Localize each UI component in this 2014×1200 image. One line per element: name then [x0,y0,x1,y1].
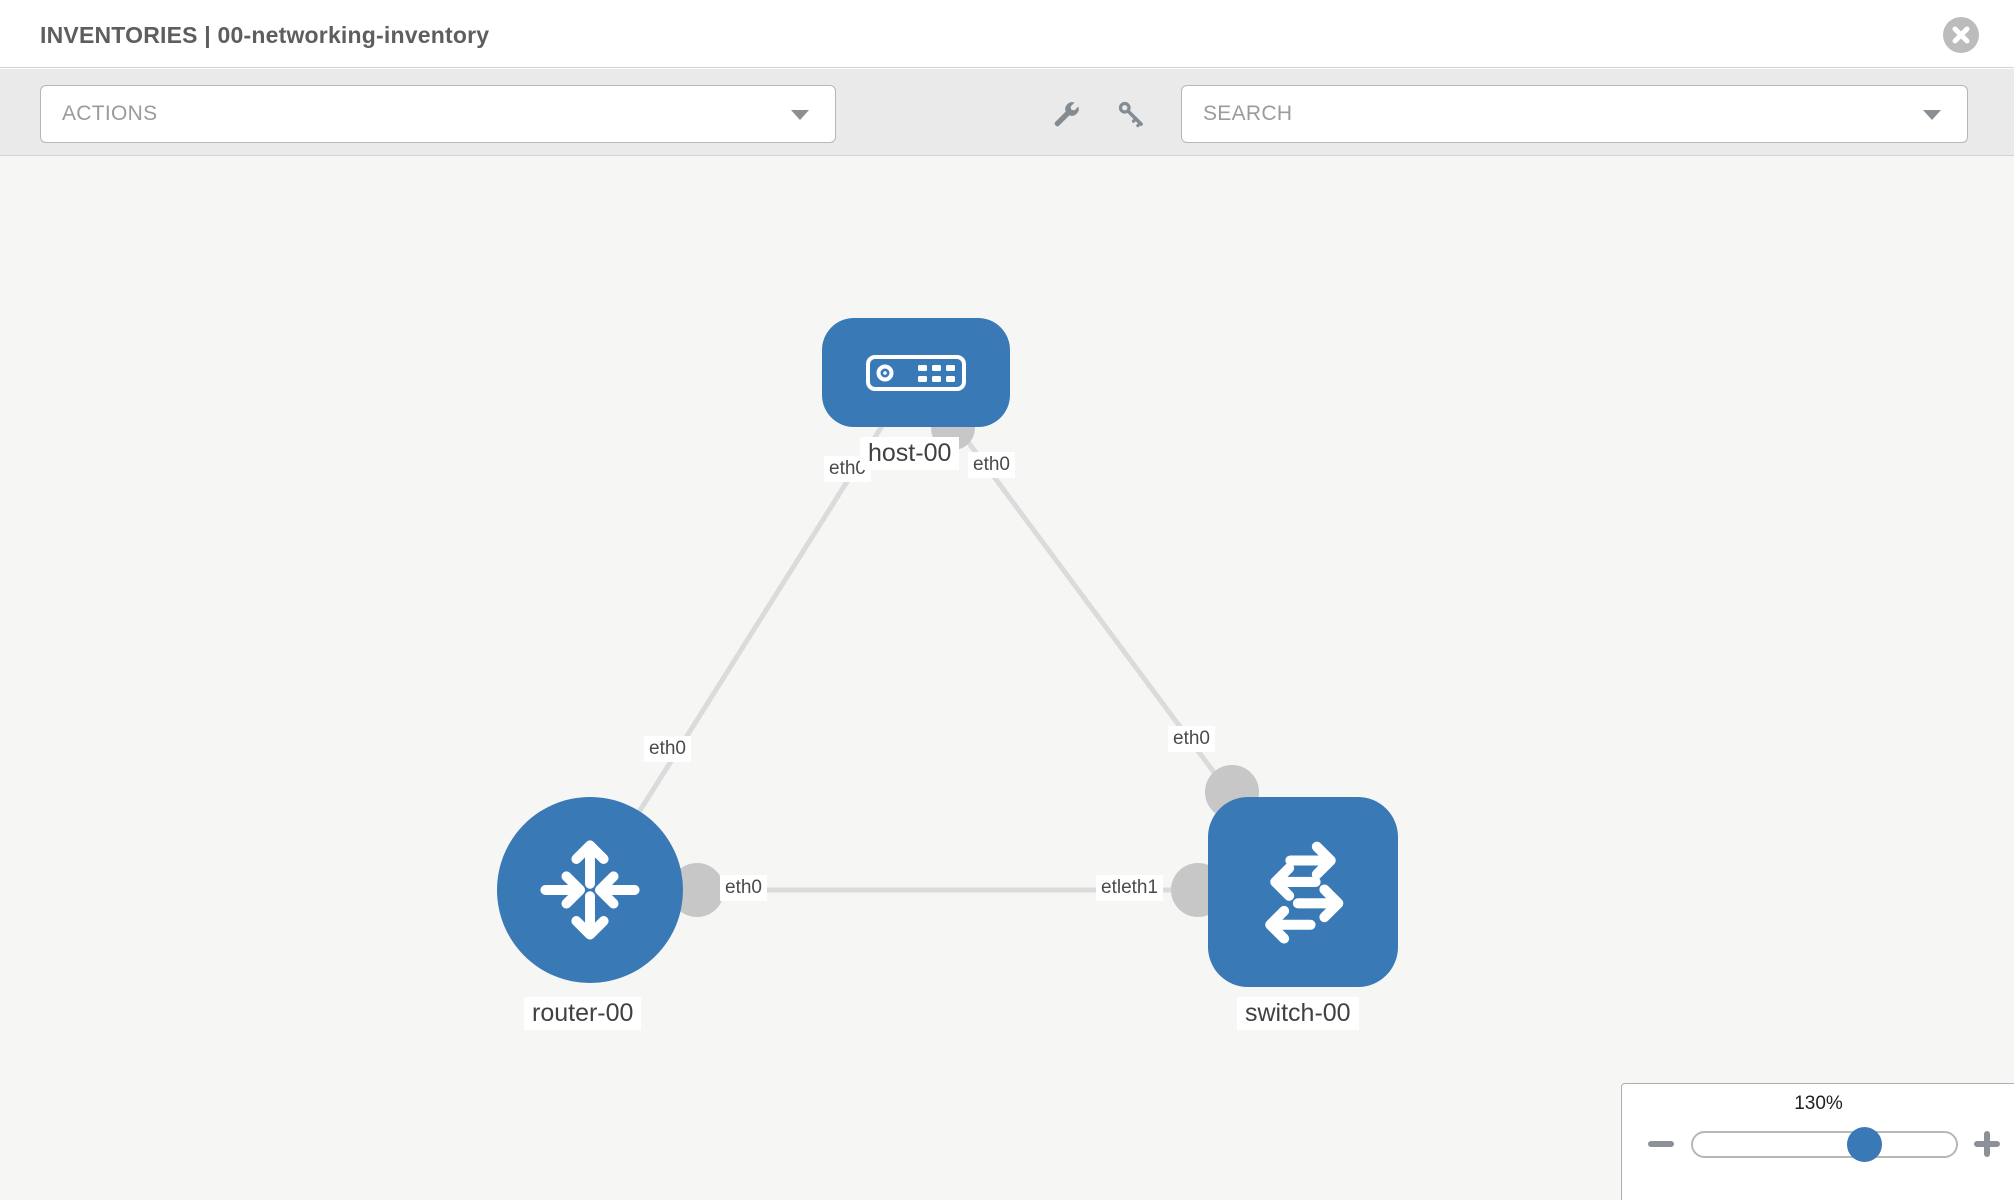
topology-canvas[interactable]: eth0 host-00 eth0 eth0 eth0 eth0 etleth1… [0,156,2014,1200]
breadcrumb-header: INVENTORIES | 00-networking-inventory [0,0,2014,68]
node-router-00[interactable] [497,797,683,983]
port-label: eth0 [968,452,1015,478]
key-icon [1118,101,1143,128]
node-host-00[interactable] [822,318,1010,427]
port-label: eth0 [720,875,767,901]
chevron-down-icon [791,110,809,120]
actions-dropdown-label: ACTIONS [62,102,158,125]
zoom-level-value: 130% [1794,1093,1843,1114]
host-icon [866,354,966,391]
toolbar: ACTIONS SEARCH [0,69,2014,156]
wrench-icon [1054,102,1079,127]
chevron-down-icon [1923,110,1941,120]
close-icon [1952,26,1970,44]
port-label: etleth1 [1096,875,1164,901]
toggle-key-button[interactable] [1112,95,1152,135]
zoom-slider-track[interactable] [1691,1131,1958,1158]
zoom-control-panel: 130% [1621,1083,2014,1200]
zoom-in-button[interactable] [1973,1130,2001,1158]
minus-icon [1648,1141,1674,1147]
close-button[interactable] [1943,17,1979,53]
node-label-router: router-00 [524,997,642,1030]
toggle-toolbox-button[interactable] [1046,95,1086,135]
port-label: eth0 [644,736,691,762]
plus-icon [1974,1131,2000,1157]
node-label-switch: switch-00 [1237,997,1359,1030]
port-dot-router [670,863,724,917]
node-switch-00[interactable] [1208,797,1398,987]
switch-icon [1265,841,1344,944]
port-label: eth0 [1168,726,1215,752]
links-layer [587,370,1306,917]
search-placeholder: SEARCH [1203,102,1293,125]
zoom-slider-knob[interactable] [1847,1127,1882,1162]
router-icon [540,840,640,940]
page-title: INVENTORIES | 00-networking-inventory [40,22,490,48]
zoom-out-button[interactable] [1647,1130,1675,1158]
actions-dropdown[interactable]: ACTIONS [40,85,836,143]
search-dropdown[interactable]: SEARCH [1181,85,1968,143]
node-label-host: host-00 [860,437,960,470]
